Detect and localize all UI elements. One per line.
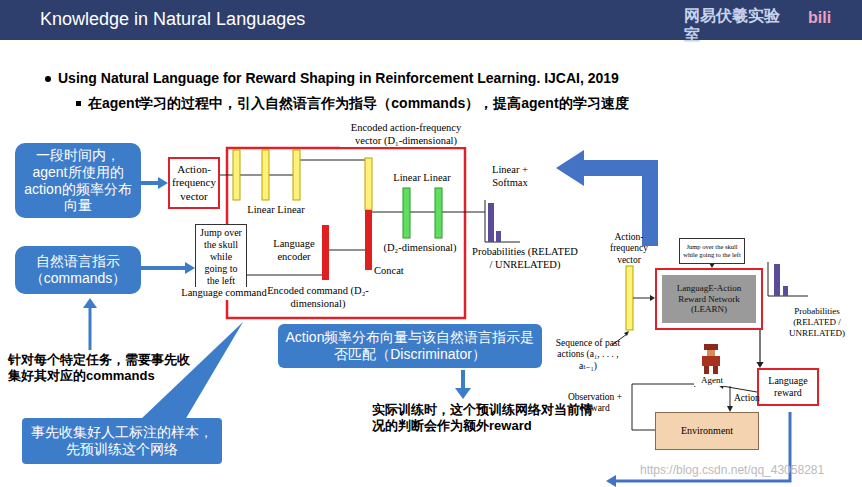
blue-arrow (89, 306, 92, 350)
label-text: bili (808, 8, 856, 27)
label-text: Probabilities (RELATED / UNRELATED) (776, 306, 858, 338)
arrowhead (556, 150, 584, 186)
command-box: Jump over the skull while going to the l… (679, 238, 745, 264)
prob-bar (496, 231, 501, 242)
blue-arrow (461, 370, 465, 390)
label-text: Language encoder (268, 238, 320, 263)
connector (141, 262, 195, 274)
callout-pointer (140, 322, 243, 420)
node-text: Action频率分布向量与该自然语言指示是否匹配（Discriminator） (284, 329, 536, 363)
label-text: Linear + Softmax (474, 164, 546, 189)
label-text: Probabilities (RELATED / UNRELATED) (470, 246, 580, 271)
node-text: 事先收集好人工标注的样本，先预训练这个网络 (28, 424, 216, 458)
label-text: Using Natural Language for Reward Shapin… (58, 70, 818, 87)
label-text: Action-frequency vector (598, 232, 660, 266)
input-box: Action-frequency vector (168, 157, 220, 209)
arrowhead (158, 177, 168, 189)
node-text: LanguagE-Action Reward Network (LEARN) (667, 283, 751, 315)
prob-bar (774, 264, 780, 296)
arrowhead (624, 331, 629, 336)
label-text: Action (734, 393, 774, 404)
label-text: Observation + Reward (562, 392, 628, 415)
prob-bar (783, 286, 788, 296)
arrowhead (606, 475, 616, 487)
callout-box: 事先收集好人工标注的样本，先预训练这个网络 (22, 418, 222, 464)
bullet-dot (45, 76, 51, 82)
agent-figure (702, 344, 720, 374)
label-text: Language command (172, 287, 276, 300)
callout-box: Action频率分布向量与该自然语言指示是否匹配（Discriminator） (278, 324, 542, 368)
linear-bar (403, 188, 410, 238)
label-text: Agent (694, 375, 730, 386)
label-text: Sequence of past actions (a₁, . . . , aₜ… (548, 338, 628, 372)
node-text: Language reward (761, 375, 815, 399)
node-text: Jump over the skull while going to the l… (681, 243, 743, 259)
arrowhead (185, 262, 195, 274)
label-text: Linear Linear (240, 204, 312, 217)
environment-box: Environment (655, 412, 759, 450)
wire (633, 298, 651, 299)
connector-line (141, 266, 187, 270)
reward-network-box: LanguagE-Action Reward Network (LEARN) (655, 268, 763, 330)
prob-bar (488, 203, 494, 242)
label-text: Encoded command (D₂-dimensional) (258, 285, 378, 310)
arrowhead (83, 298, 97, 308)
layer-bars (233, 150, 372, 210)
arrowhead (455, 388, 471, 399)
label-text: (D₂-dimensional) (378, 242, 462, 255)
callout-box: 一段时间内，agent所使用的action的频率分布向量 (15, 143, 141, 218)
label-text: 针对每个特定任务，需要事先收集好其对应的commands (8, 352, 194, 383)
node-text: Action-frequency vector (172, 163, 216, 203)
node-text: Jump over the skull while going to the l… (198, 227, 244, 287)
label-text: 网易伏羲实验室 (684, 6, 794, 44)
label-text: Concat (374, 265, 418, 278)
reward-box: Language reward (757, 368, 819, 406)
label-text: 实际训练时，这个预训练网络对当前情况的判断会作为额外reward (372, 402, 604, 433)
linear-bar (435, 188, 442, 238)
node-text: 自然语言指示（commands） (21, 253, 135, 287)
label-text: Linear Linear (386, 172, 458, 185)
label-text: Encoded action-frequency vector (D₁-dime… (340, 122, 472, 147)
axis (768, 262, 769, 296)
node-text: Environment (681, 425, 733, 437)
bullet-dot (76, 101, 81, 106)
label-text: https://blog.csdn.net/qq_43058281 (640, 463, 858, 477)
slide-title: Knowledge in Natural Languages (40, 9, 305, 31)
concat-bar (365, 210, 372, 270)
connector-line (759, 330, 760, 363)
connector-line (141, 181, 160, 185)
action-frequency-bar (626, 266, 633, 330)
callout-box: 自然语言指示（commands） (15, 246, 141, 294)
connector (756, 330, 763, 368)
command-box: Jump over the skull while going to the l… (195, 224, 247, 290)
node-text: 一段时间内，agent所使用的action的频率分布向量 (21, 147, 135, 214)
encoded-command-bar (322, 225, 329, 280)
label-text: 在agent学习的过程中，引入自然语言作为指导（commands），提高agen… (88, 95, 788, 112)
connector (141, 177, 168, 189)
